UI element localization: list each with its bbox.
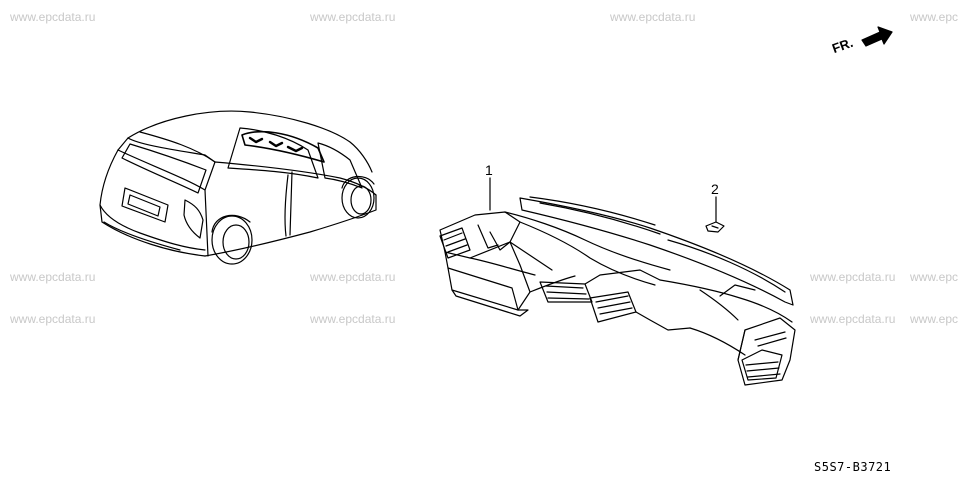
callout-2: 2: [711, 181, 719, 197]
watermark: www.epcdata.ru: [310, 312, 396, 326]
watermark: www.epcdata.ru: [10, 312, 96, 326]
watermark: www.epc: [910, 312, 959, 326]
watermark: www.epcdata.ru: [10, 10, 96, 24]
watermark: www.epcdata.ru: [610, 10, 696, 24]
watermark: www.epcdata.ru: [310, 270, 396, 284]
watermark: www.epc: [910, 270, 959, 284]
callout-1: 1: [485, 162, 493, 178]
watermark: www.epcdata.ru: [310, 10, 396, 24]
clip-part: [705, 221, 725, 233]
car-outline: [99, 110, 377, 265]
watermark: www.epc: [910, 10, 959, 24]
watermark: www.epcdata.ru: [10, 270, 96, 284]
heater-duct-assembly: [439, 196, 796, 386]
diagram-code: S5S7-B3721: [814, 460, 892, 474]
front-direction-arrow-icon: [861, 26, 893, 47]
watermark: www.epcdata.ru: [810, 270, 896, 284]
watermark: www.epcdata.ru: [810, 312, 896, 326]
